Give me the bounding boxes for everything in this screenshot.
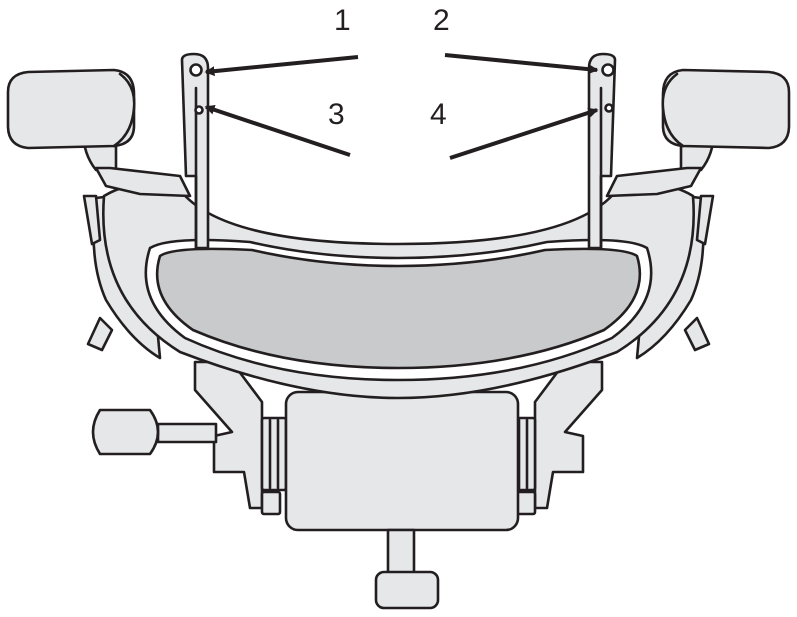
back-post-left [180, 52, 210, 250]
side-lever-right [683, 194, 715, 352]
callout-label-3: 3 [328, 98, 345, 131]
callout-arrow-3 [204, 104, 351, 157]
callout-arrow-4 [449, 107, 599, 160]
armrest-left [6, 68, 192, 198]
seat-frame [92, 182, 705, 400]
armrest-right [605, 68, 791, 198]
callout-arrow-2 [444, 53, 599, 75]
callout-label-2: 2 [433, 4, 450, 37]
pivot-hole-4 [604, 103, 614, 113]
back-post-right [587, 52, 617, 250]
tension-knob [91, 408, 218, 456]
side-lever-left [82, 194, 114, 352]
pivot-hole-1 [189, 63, 203, 77]
pivot-hole-3 [194, 105, 204, 115]
callout-arrows [204, 53, 599, 160]
seat-mechanism [193, 360, 604, 610]
callout-arrow-1 [204, 55, 359, 77]
pivot-hole-2 [601, 63, 615, 77]
callout-label-1: 1 [334, 4, 351, 37]
callout-label-4: 4 [430, 98, 447, 131]
